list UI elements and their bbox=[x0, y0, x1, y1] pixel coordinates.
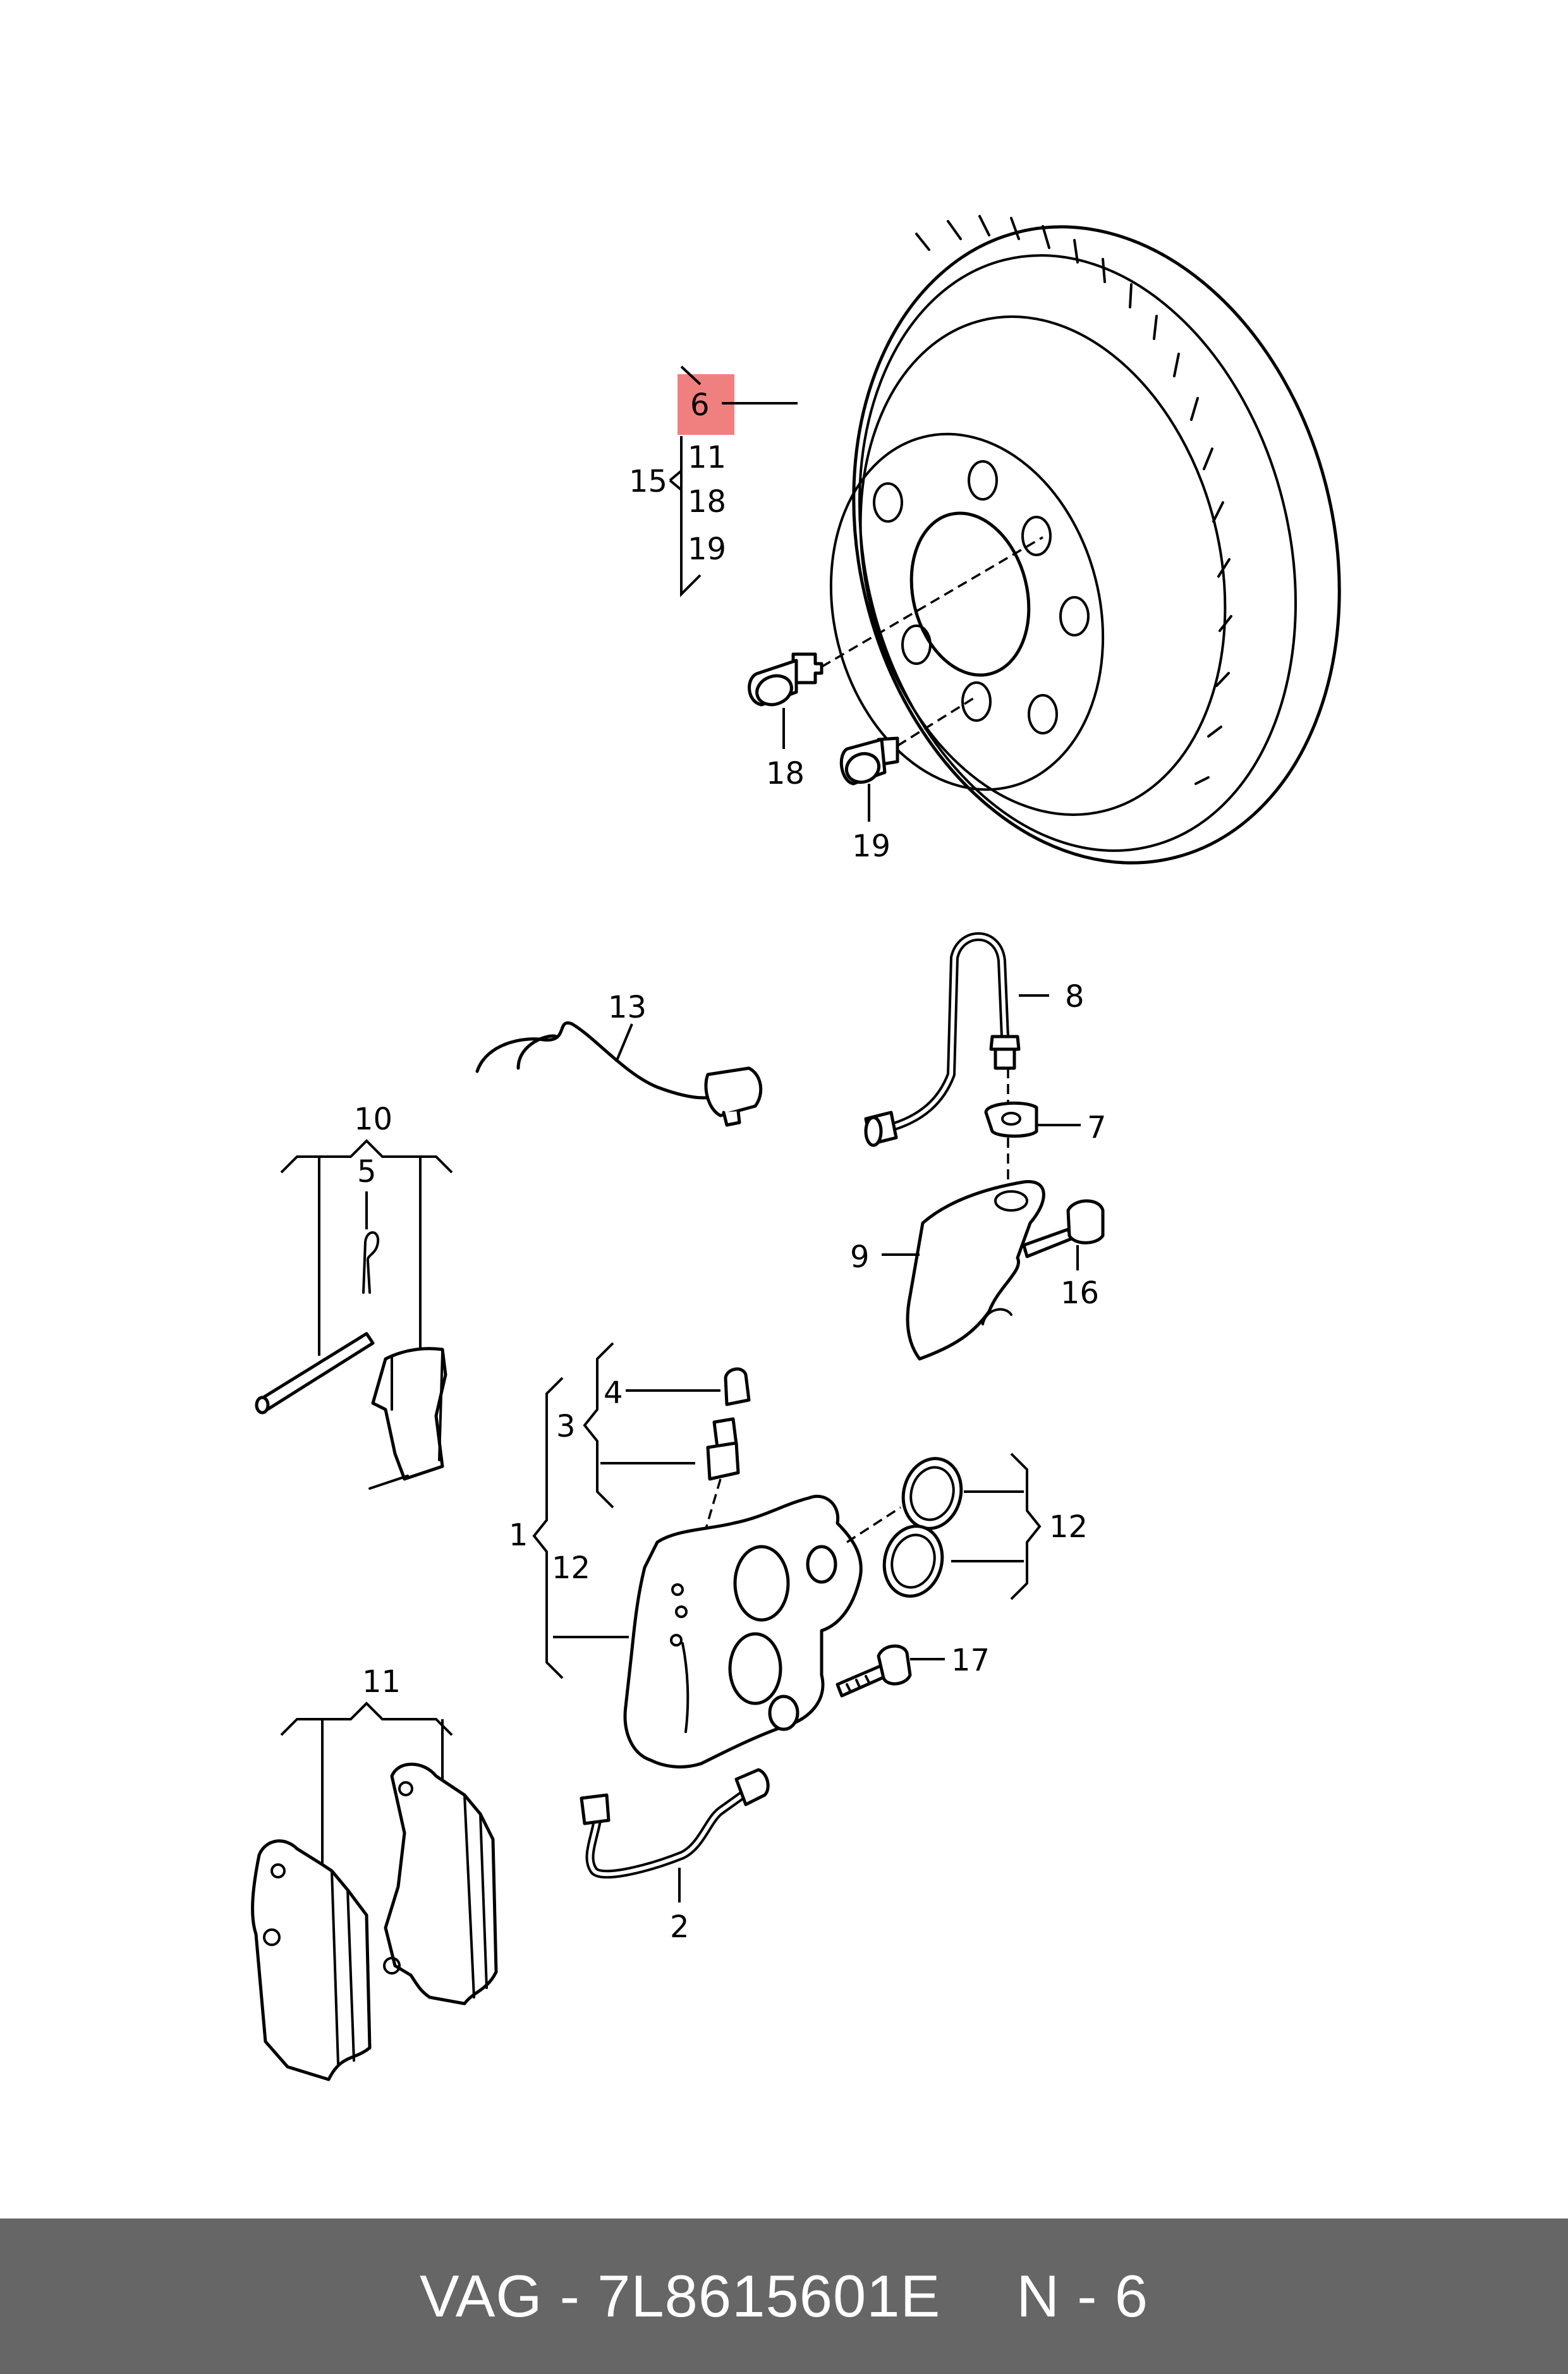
callout-19: 19 bbox=[852, 829, 890, 864]
bracket-9 bbox=[906, 1138, 1045, 1361]
bleeder-cap-4 bbox=[724, 1367, 751, 1406]
seal-ring-upper bbox=[901, 1457, 963, 1530]
callout-16: 16 bbox=[1061, 1275, 1099, 1311]
callout-8: 8 bbox=[1065, 979, 1085, 1014]
bolt-17 bbox=[836, 1644, 912, 1698]
brake-line-8 bbox=[864, 932, 1021, 1147]
callout-2: 2 bbox=[670, 1909, 690, 1945]
callout-18-top: 18 bbox=[688, 484, 726, 520]
spring-clip-5 bbox=[362, 1231, 380, 1294]
callout-7: 7 bbox=[1087, 1110, 1107, 1145]
callout-11-bottom: 11 bbox=[362, 1664, 401, 1700]
brake-disc bbox=[829, 215, 1341, 865]
seal-ring-lower bbox=[882, 1525, 944, 1598]
callout-17: 17 bbox=[951, 1643, 990, 1678]
brake-caliper bbox=[623, 1494, 863, 1768]
part-number: VAG - 7L8615601E bbox=[420, 2263, 941, 2329]
callout-4: 4 bbox=[604, 1375, 623, 1411]
disc-bolt-18 bbox=[748, 536, 1043, 707]
callout-5: 5 bbox=[357, 1154, 377, 1190]
callout-11-top: 11 bbox=[688, 440, 726, 475]
callout-12-right: 12 bbox=[1049, 1509, 1088, 1545]
footer-bar: VAG - 7L8615601E N - 6 bbox=[0, 2219, 1568, 2374]
clip-7 bbox=[984, 1068, 1038, 1138]
brake-pad-inner bbox=[251, 1839, 372, 2081]
exploded-parts-diagram: 6 11 15 18 19 18 19 13 8 7 bbox=[251, 215, 1341, 2081]
anti-rattle-spring bbox=[368, 1347, 447, 1490]
callout-3: 3 bbox=[556, 1409, 576, 1444]
page-reference: N - 6 bbox=[1016, 2263, 1148, 2329]
callout-10: 10 bbox=[354, 1102, 392, 1137]
bleeder-valve bbox=[688, 1417, 740, 1587]
callout-19-top: 19 bbox=[688, 532, 726, 567]
callout-12-left: 12 bbox=[552, 1550, 590, 1586]
brake-line-2 bbox=[580, 1768, 770, 1879]
callout-15: 15 bbox=[629, 464, 667, 499]
brake-pad-outer bbox=[383, 1762, 498, 2006]
guide-pin bbox=[255, 1332, 375, 1415]
wear-sensor-13 bbox=[475, 1021, 763, 1127]
disc-screw-19 bbox=[839, 697, 974, 786]
footer-label: VAG - 7L8615601E N - 6 bbox=[420, 2262, 1148, 2330]
callout-9: 9 bbox=[850, 1239, 870, 1275]
callout-6: 6 bbox=[690, 387, 710, 423]
bolt-16 bbox=[1022, 1199, 1105, 1258]
callout-13: 13 bbox=[608, 990, 647, 1025]
callout-1: 1 bbox=[509, 1518, 528, 1553]
callout-18: 18 bbox=[766, 756, 805, 791]
